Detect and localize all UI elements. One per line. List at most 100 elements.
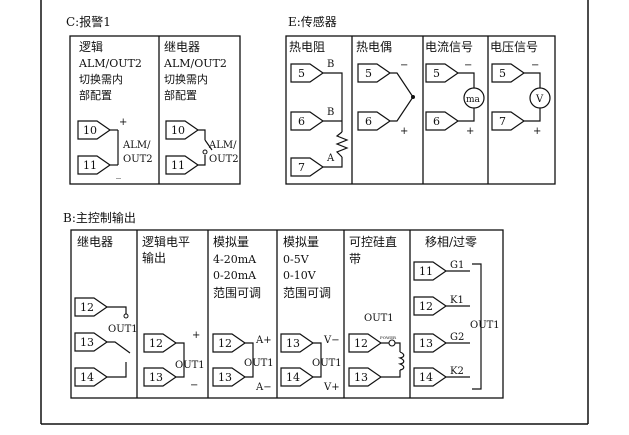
current-terminal-5: 5: [425, 63, 460, 83]
voltage-wiring: [524, 72, 541, 122]
phase-terminal-11: 11: [413, 261, 448, 281]
voltage-meter: [529, 87, 551, 109]
sensor-current-header: 电流信号: [425, 40, 473, 54]
analog-v-wiring: [313, 342, 322, 378]
analog-i-terminal-13: 13: [212, 367, 247, 387]
svg-text:7: 7: [298, 161, 305, 174]
alarm-box: [69, 35, 241, 185]
phase-wiring: [446, 270, 470, 378]
phase-terminal-14: 14: [413, 367, 448, 387]
svg-text:11: 11: [83, 159, 97, 172]
svg-text:13: 13: [419, 337, 433, 350]
rtd-mark-b1: B: [327, 59, 334, 70]
svg-text:13: 13: [286, 337, 300, 350]
scr-header-1: 可控硅直: [349, 235, 397, 249]
current-plus: +: [466, 126, 474, 137]
current-meter: [463, 87, 485, 109]
alarm-col1-line1: ALM/OUT2: [78, 57, 142, 70]
alarm-logic-out-a: ALM/: [122, 140, 151, 151]
logic-plus: +: [192, 330, 200, 341]
svg-text:12: 12: [419, 300, 433, 313]
alarm-relay-pivot: [202, 149, 208, 155]
tc-junction: [390, 72, 414, 122]
svg-text:6: 6: [365, 115, 372, 128]
alarm-logic-terminal-10: 10: [77, 120, 112, 140]
alarm-logic-minus: _: [116, 168, 121, 179]
phase-gate-g2: G2: [450, 332, 464, 343]
voltage-terminal-7: 7: [491, 111, 526, 131]
rtd-wiring: [323, 72, 343, 168]
svg-text:5: 5: [365, 67, 372, 80]
analog-i-header-3: 0-20mA: [213, 269, 257, 282]
rtd-terminal-7: 7: [290, 157, 325, 177]
scr-coil: [397, 351, 405, 371]
phase-gate-k2: K2: [450, 366, 464, 377]
alarm-col2-line3: 部配置: [164, 88, 197, 102]
svg-text:5: 5: [433, 67, 440, 80]
svg-text:13: 13: [80, 336, 94, 349]
relay-terminal-13: 13: [74, 332, 109, 352]
svg-text:5: 5: [298, 67, 305, 80]
analog-i-pos: A+: [255, 335, 272, 346]
alarm-col1-line3: 部配置: [79, 88, 112, 102]
logic-header-2: 输出: [142, 250, 166, 265]
svg-text:14: 14: [286, 371, 300, 384]
alarm-relay-terminal-11: 11: [165, 155, 200, 175]
logic-terminal-13: 13: [143, 367, 178, 387]
alarm-col2-line1: ALM/OUT2: [163, 57, 227, 70]
logic-minus: −: [190, 380, 198, 391]
analog-v-out: OUT1: [312, 358, 342, 369]
svg-text:11: 11: [419, 265, 433, 278]
tc-terminal-6: 6: [357, 111, 392, 131]
alarm-col2-line2: 切换需内: [164, 72, 208, 86]
analog-i-header-2: 4-20mA: [213, 253, 257, 266]
svg-text:13: 13: [218, 371, 232, 384]
alarm-logic-terminal-11: 11: [77, 155, 112, 175]
rtd-terminal-6: 6: [290, 111, 325, 131]
analog-v-header-4: 范围可调: [283, 286, 331, 300]
scr-power-tag: POWER: [380, 335, 397, 340]
alarm-logic-out-b: OUT2: [123, 154, 153, 165]
svg-text:11: 11: [171, 159, 185, 172]
svg-text:10: 10: [171, 124, 185, 137]
analog-v-neg: V−: [323, 335, 340, 346]
current-minus: −: [464, 60, 472, 71]
alarm-col1-header: 逻辑: [79, 40, 103, 54]
analog-v-terminal-14: 14: [280, 367, 315, 387]
alarm-relay-contact: [198, 129, 213, 166]
alarm-relay-out-b: OUT2: [209, 154, 239, 165]
svg-text:5: 5: [499, 67, 506, 80]
svg-text:10: 10: [83, 124, 97, 137]
svg-text:6: 6: [298, 115, 305, 128]
phase-header: 移相/过零: [425, 235, 477, 249]
voltage-terminal-5: 5: [491, 63, 526, 83]
phase-terminal-12: 12: [413, 296, 448, 316]
scr-terminal-13: 13: [348, 367, 383, 387]
phase-terminal-13: 13: [413, 333, 448, 353]
current-terminal-6: 6: [425, 111, 460, 131]
alarm-relay-terminal-10: 10: [165, 120, 200, 140]
relay-terminal-14: 14: [74, 367, 109, 387]
tc-minus: −: [400, 60, 408, 71]
current-meter-label: ma: [466, 95, 481, 105]
svg-text:6: 6: [433, 115, 440, 128]
scr-out: OUT1: [364, 313, 394, 324]
scr-wiring: [381, 342, 401, 378]
voltage-plus: +: [533, 126, 541, 137]
main-output-title: B:主控制输出: [63, 210, 136, 225]
analog-i-header-1: 模拟量: [213, 235, 249, 249]
analog-i-neg: A−: [255, 382, 272, 393]
scr-header-2: 带: [349, 252, 361, 266]
voltage-meter-label: V: [535, 94, 544, 105]
analog-i-terminal-12: 12: [212, 333, 247, 353]
logic-wiring: [176, 342, 185, 378]
alarm-logic-plus: +: [119, 117, 127, 128]
scr-node: [388, 339, 396, 347]
analog-i-header-4: 范围可调: [213, 286, 261, 300]
svg-text:7: 7: [499, 115, 506, 128]
tc-plus: +: [400, 126, 408, 137]
analog-v-terminal-13: 13: [280, 333, 315, 353]
rtd-resistor: [335, 131, 349, 158]
sensor-rtd-header: 热电阻: [289, 40, 325, 54]
svg-text:12: 12: [80, 301, 94, 314]
